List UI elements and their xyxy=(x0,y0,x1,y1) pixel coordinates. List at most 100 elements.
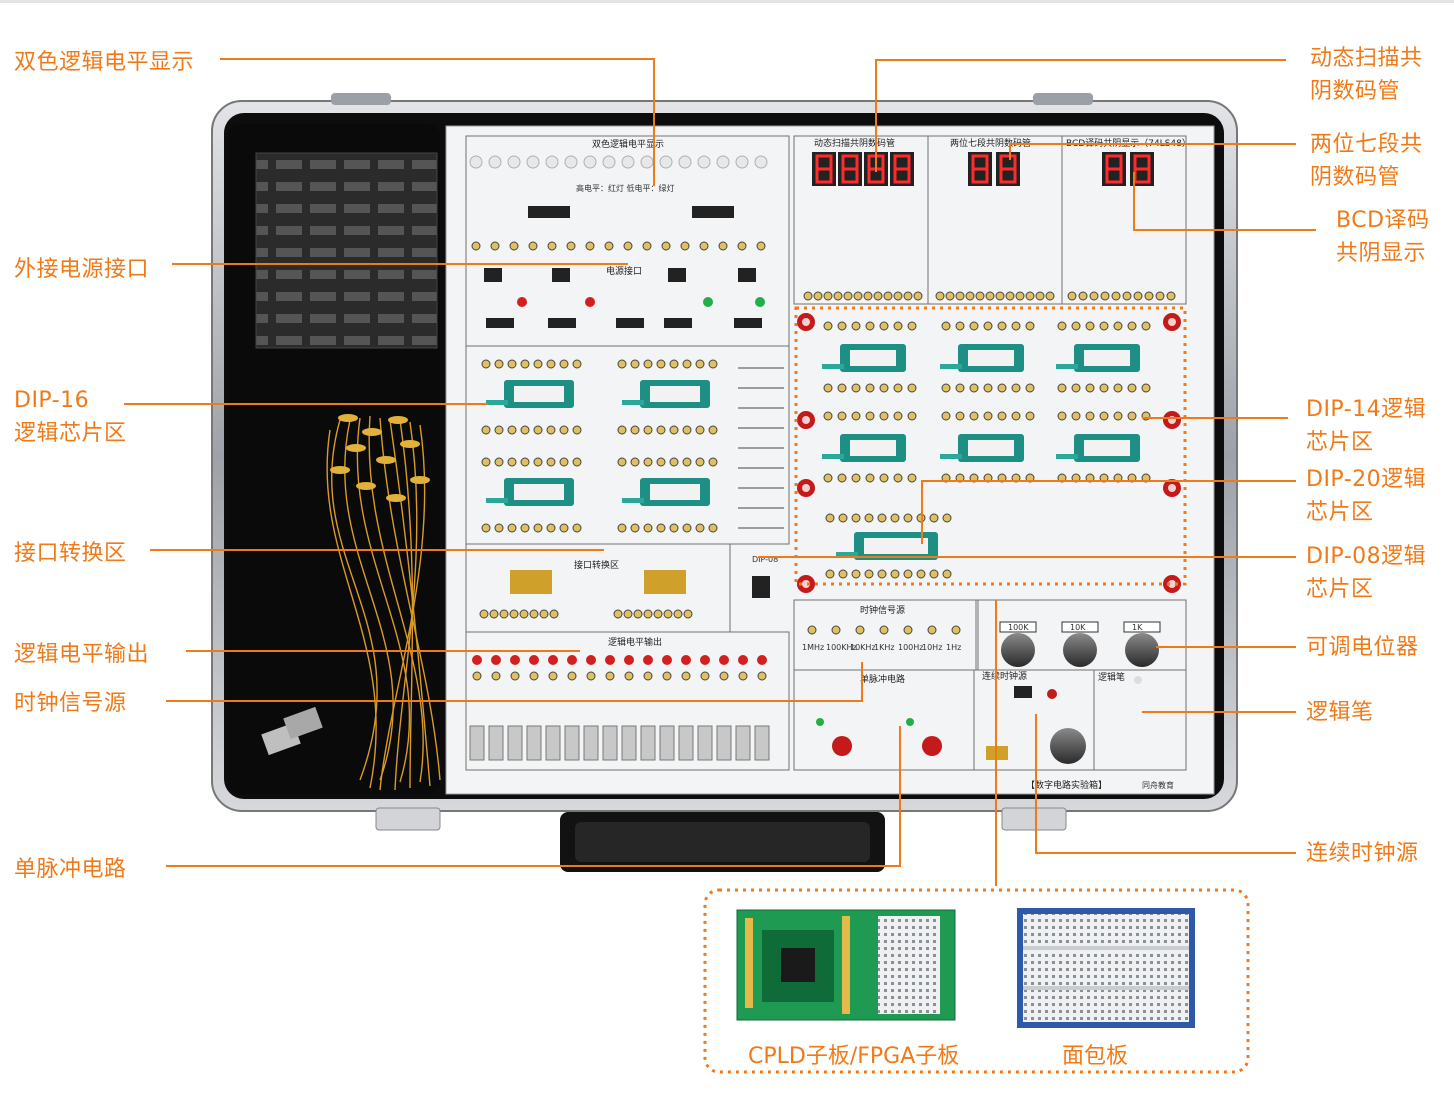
jack xyxy=(481,425,491,435)
panel-title-dynscan: 动态扫描共阴数码管 xyxy=(814,137,895,149)
jack xyxy=(865,383,875,393)
jack xyxy=(546,457,556,467)
binding-post-core xyxy=(802,580,810,588)
jack xyxy=(719,671,729,681)
clock-knob xyxy=(1050,728,1086,764)
clock-freq: 10Hz xyxy=(922,643,942,652)
jack xyxy=(528,241,538,251)
jack xyxy=(851,411,861,421)
jack xyxy=(1166,291,1176,301)
zif-lever xyxy=(940,364,962,369)
led-bulb xyxy=(469,155,483,169)
interface-header xyxy=(644,570,686,594)
jack xyxy=(1025,321,1035,331)
clock-freq: 100Hz xyxy=(898,643,923,652)
toggle-switch xyxy=(545,725,561,761)
jack xyxy=(669,457,679,467)
jack xyxy=(1085,321,1095,331)
label-single-pulse: 单脉冲电路 xyxy=(14,857,127,882)
jack xyxy=(682,523,692,533)
jack xyxy=(907,321,917,331)
jack xyxy=(519,609,529,619)
jack xyxy=(499,609,509,619)
jack xyxy=(507,457,517,467)
toggle-switch xyxy=(507,725,523,761)
pulse-button xyxy=(922,736,942,756)
jack xyxy=(680,241,690,251)
panel-title-logicout: 逻辑电平输出 xyxy=(608,636,662,648)
pot-value: 1K xyxy=(1132,623,1143,632)
jack xyxy=(494,523,504,533)
jack xyxy=(807,625,817,635)
clock-freq: 1MHz xyxy=(802,643,824,652)
dip-zone-outline xyxy=(794,306,1187,586)
jack xyxy=(903,513,913,523)
jack xyxy=(700,671,710,681)
jack xyxy=(975,291,985,301)
clock-freq: 100KHz xyxy=(826,643,857,652)
panel-title-bicolor: 双色逻辑电平显示 xyxy=(592,138,664,150)
header-block xyxy=(692,206,734,218)
jack xyxy=(1057,411,1067,421)
jack xyxy=(983,321,993,331)
label-dip14: DIP-14逻辑芯片区 xyxy=(1306,397,1427,455)
panel-title-pen: 逻辑笔 xyxy=(1098,671,1125,683)
jack xyxy=(833,291,843,301)
jack xyxy=(823,383,833,393)
jack xyxy=(695,457,705,467)
jack xyxy=(471,241,481,251)
label-dip20: DIP-20逻辑芯片区 xyxy=(1306,467,1427,525)
jack xyxy=(1099,321,1109,331)
jack xyxy=(708,457,718,467)
jack xyxy=(1025,291,1035,301)
jack xyxy=(823,473,833,483)
output-led xyxy=(510,655,520,665)
jack xyxy=(472,671,482,681)
jack xyxy=(630,523,640,533)
jack xyxy=(893,291,903,301)
jack xyxy=(718,241,728,251)
panel-dip08: DIP-08 xyxy=(752,555,778,564)
binding-post-core xyxy=(802,484,810,492)
panel-hint: 高电平：红灯 低电平：绿灯 xyxy=(576,183,675,193)
jack xyxy=(837,383,847,393)
jack xyxy=(481,523,491,533)
clock-freq: 10KHz xyxy=(850,643,876,652)
jack xyxy=(643,359,653,369)
dip08-socket xyxy=(752,576,770,598)
jack xyxy=(890,569,900,579)
zif-lever xyxy=(940,454,962,459)
jack xyxy=(481,457,491,467)
power-switch xyxy=(552,268,570,282)
jack xyxy=(1127,321,1137,331)
jack xyxy=(865,411,875,421)
jack xyxy=(572,359,582,369)
output-led xyxy=(681,655,691,665)
jack xyxy=(825,569,835,579)
label-cont-clock: 连续时钟源 xyxy=(1306,841,1419,866)
zif-slot xyxy=(850,350,896,366)
jack xyxy=(756,241,766,251)
jack xyxy=(491,671,501,681)
jack xyxy=(1057,321,1067,331)
jack xyxy=(507,359,517,369)
led-bulb xyxy=(659,155,673,169)
jack xyxy=(559,523,569,533)
jack xyxy=(494,457,504,467)
output-led xyxy=(738,655,748,665)
jack xyxy=(985,291,995,301)
jack xyxy=(913,291,923,301)
jack xyxy=(837,411,847,421)
led-bulb xyxy=(678,155,692,169)
panel-title-pulse: 单脉冲电路 xyxy=(860,673,905,685)
jack xyxy=(893,473,903,483)
jack xyxy=(546,359,556,369)
zif-lever xyxy=(622,400,644,405)
pot-label-box xyxy=(1123,621,1161,633)
jack xyxy=(656,523,666,533)
jack xyxy=(490,241,500,251)
binding-post-core xyxy=(1168,318,1176,326)
jack xyxy=(507,523,517,533)
jack xyxy=(1133,291,1143,301)
toggle-switch xyxy=(526,725,542,761)
